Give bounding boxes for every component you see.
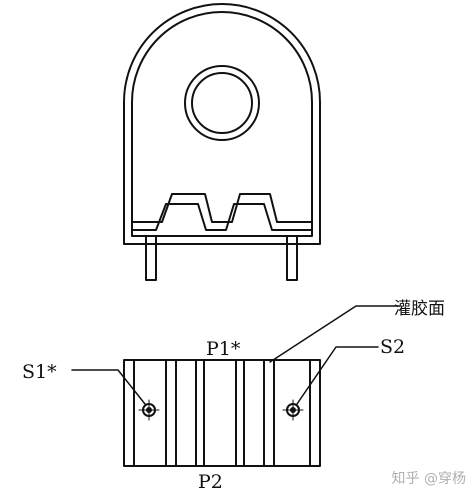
notched-edge-outer: [131, 193, 313, 223]
body-front-view: [123, 3, 321, 245]
label-p2: P2: [198, 471, 223, 493]
pin-left: [145, 235, 157, 281]
aperture-inner-ring: [191, 72, 253, 134]
notched-edge-inner: [131, 203, 313, 231]
body-outer-outline: [123, 3, 321, 245]
watermark: 知乎 @穿杨: [391, 471, 466, 487]
pin-hole-s2: [282, 399, 304, 421]
label-potting-surface: 灌胶面: [394, 299, 445, 319]
pin-hole-s1: [138, 399, 160, 421]
leader-potting-surface: [269, 305, 401, 363]
body-bottom-view: [123, 359, 321, 467]
label-s1: S1*: [22, 361, 57, 383]
label-p1: P1*: [206, 338, 241, 360]
label-s2: S2: [380, 336, 405, 358]
leader-s2: [296, 346, 379, 405]
notched-edge: [131, 193, 313, 231]
bottom-outline: [123, 359, 321, 467]
leader-s1: [71, 369, 146, 405]
aperture-outer-ring: [184, 65, 260, 141]
pin-right: [286, 235, 298, 281]
aperture: [184, 65, 260, 141]
body-inner-outline: [131, 11, 313, 237]
